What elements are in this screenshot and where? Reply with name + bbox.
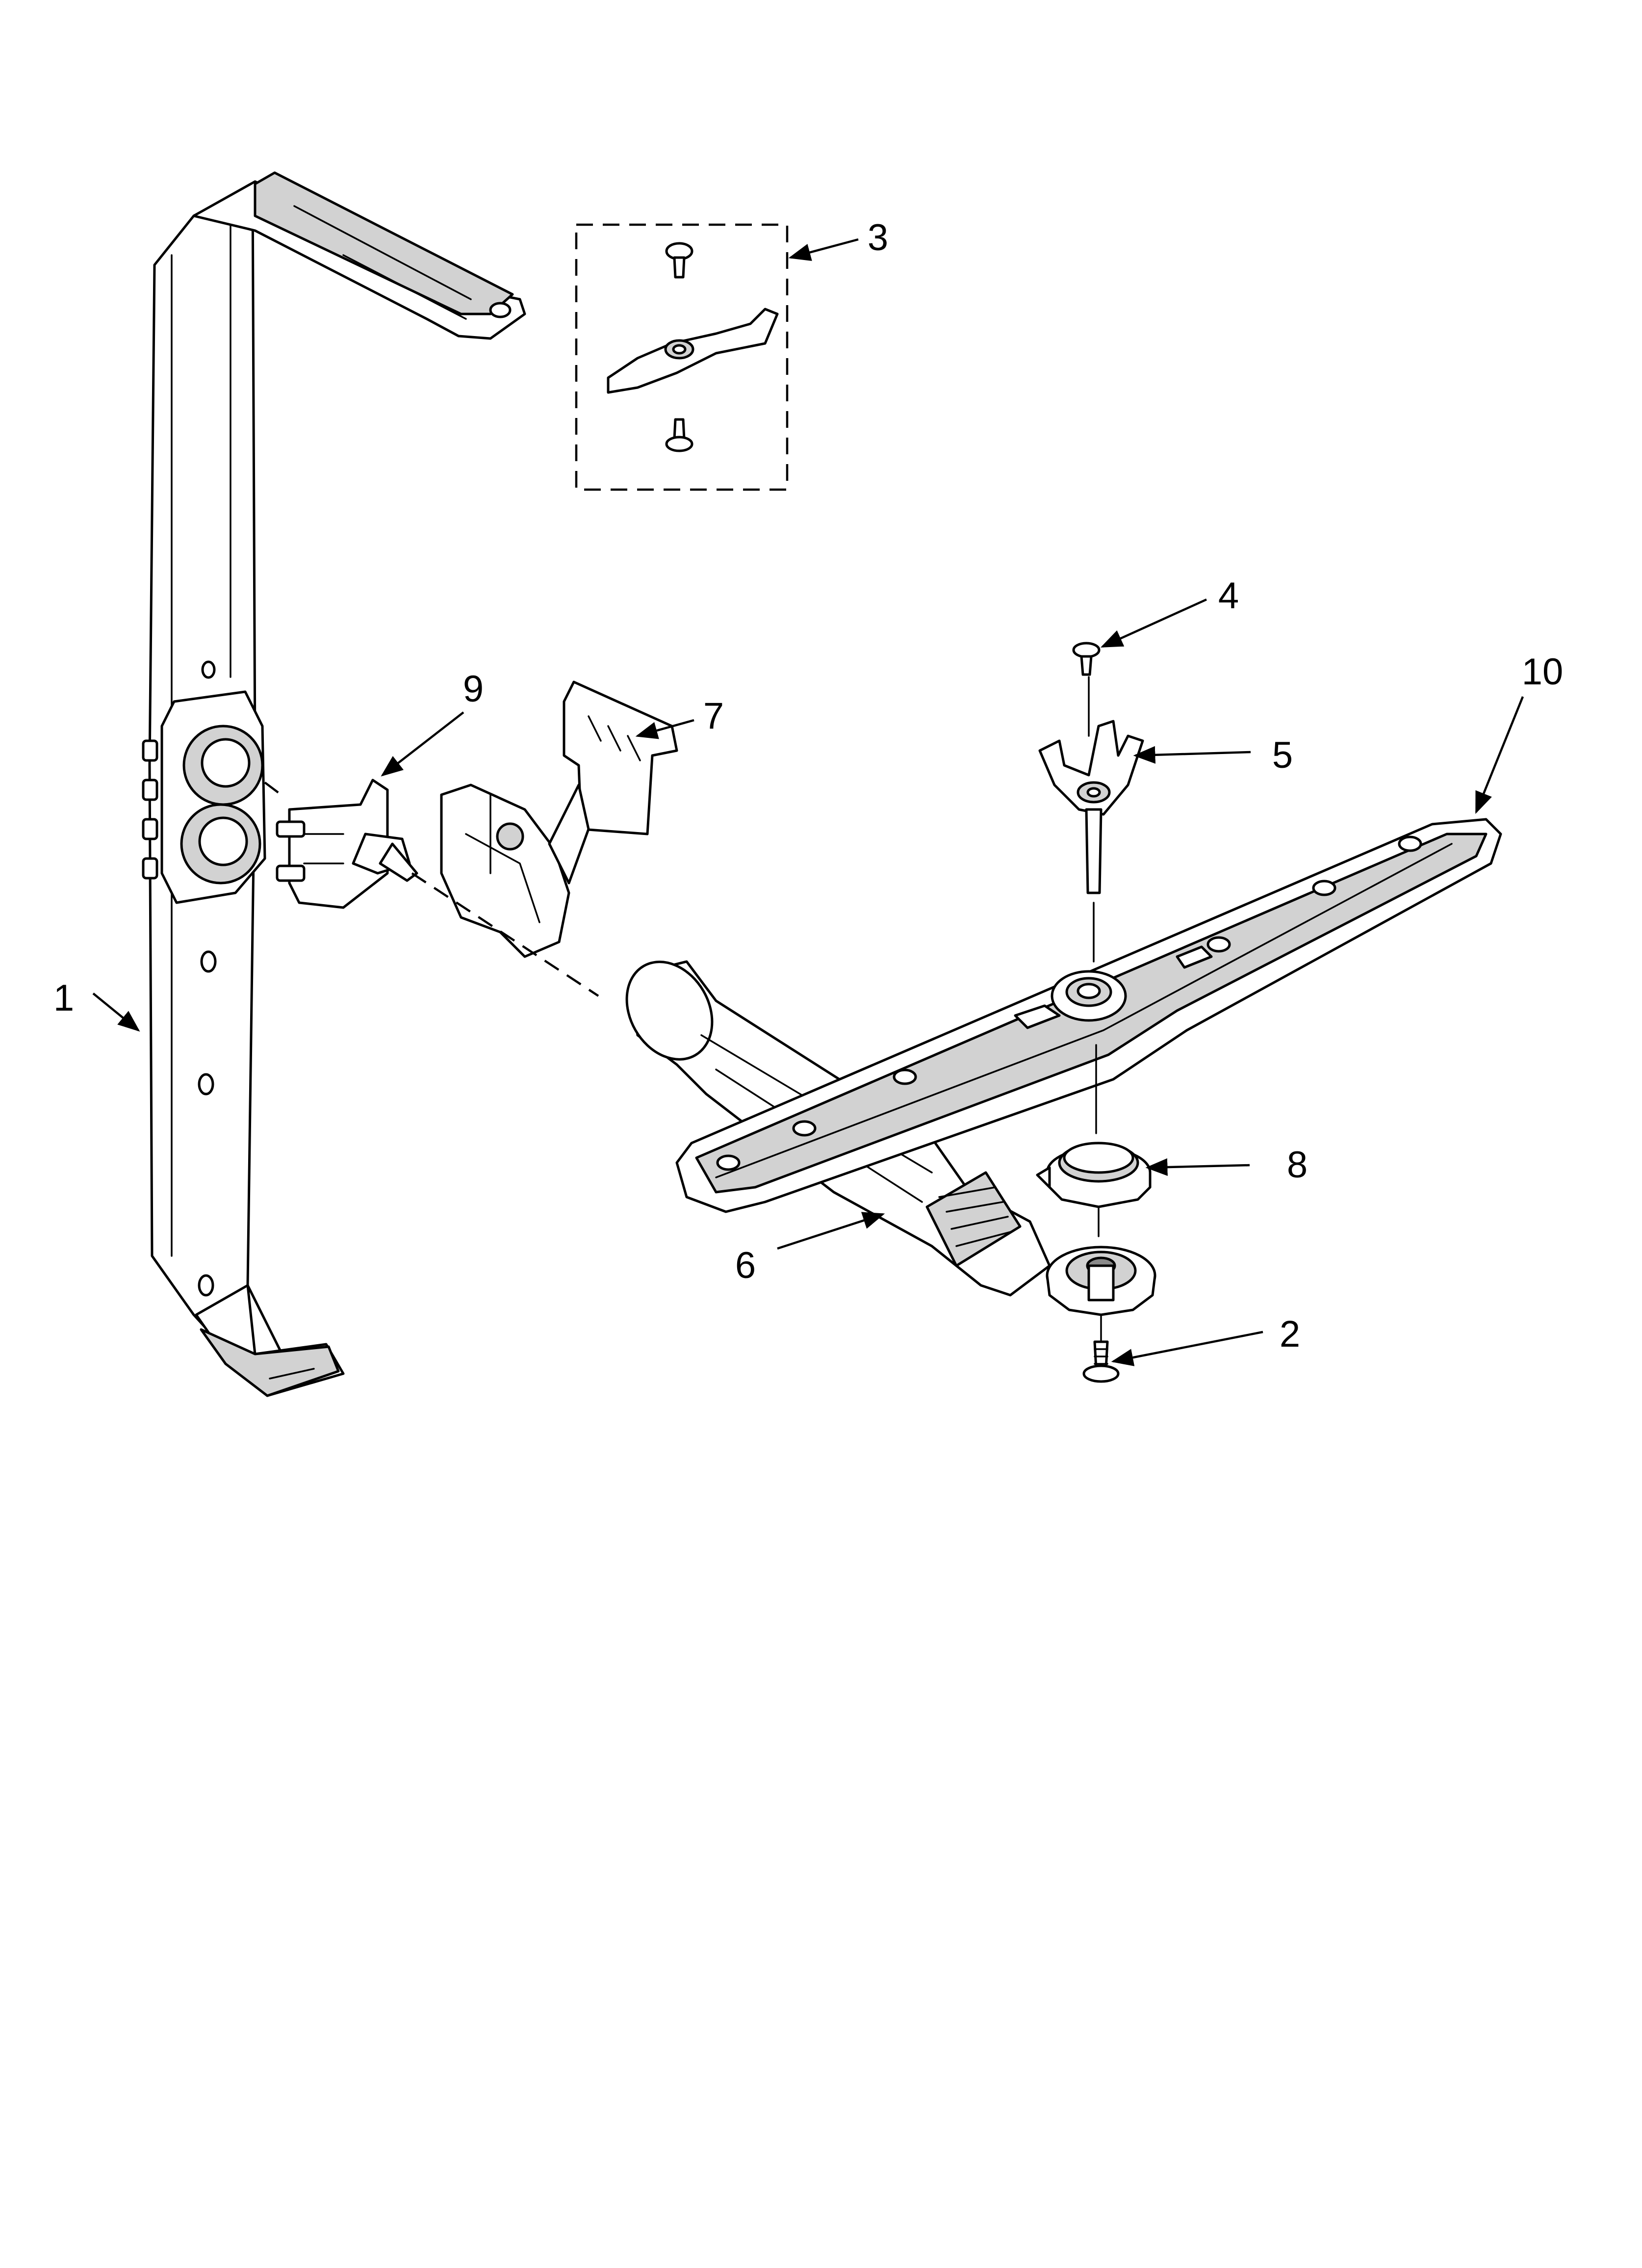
part-1-supply-tube — [142, 171, 526, 1397]
part-5-hub-clip — [1038, 720, 1144, 894]
part-8-seal-ring — [1036, 1142, 1152, 1208]
callout-1: 1 — [53, 977, 74, 1019]
part-9-bracket — [276, 779, 418, 909]
kit-screw-bottom — [665, 418, 693, 452]
part-3-kit — [575, 223, 789, 491]
leader-lines — [92, 238, 1524, 1366]
callout-7: 7 — [703, 695, 724, 737]
part-2-screw — [1082, 1340, 1120, 1383]
part-10-spray-arm — [675, 818, 1502, 1213]
callout-4: 4 — [1218, 575, 1239, 617]
callout-2: 2 — [1280, 1313, 1300, 1355]
callout-9: 9 — [463, 668, 484, 710]
part-4-screw — [1072, 642, 1101, 676]
kit-screw-top — [665, 242, 693, 279]
callout-3: 3 — [868, 217, 888, 259]
bearing-nut — [1046, 1246, 1156, 1316]
part-7-retainer — [440, 680, 678, 958]
callout-5: 5 — [1272, 734, 1293, 776]
callout-10: 10 — [1522, 651, 1564, 693]
callout-6: 6 — [735, 1245, 756, 1286]
callout-8: 8 — [1287, 1144, 1308, 1186]
